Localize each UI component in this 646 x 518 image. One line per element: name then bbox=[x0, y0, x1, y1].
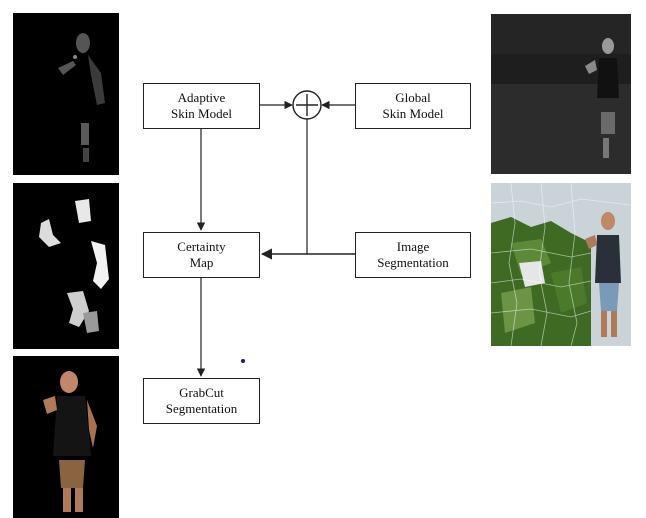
adaptive-skin-model-box: Adaptive Skin Model bbox=[143, 83, 260, 129]
image-segmentation-label: Image Segmentation bbox=[377, 239, 449, 271]
certainty-map-label: Certainty Map bbox=[177, 239, 225, 271]
stray-dot bbox=[241, 359, 245, 363]
grabcut-result-panel bbox=[13, 356, 119, 518]
global-skin-model-label: Global Skin Model bbox=[382, 90, 443, 122]
grabcut-segmentation-label: GrabCut Segmentation bbox=[166, 385, 238, 417]
global-skin-map-image bbox=[491, 14, 631, 174]
grabcut-segmentation-box: GrabCut Segmentation bbox=[143, 378, 260, 424]
skin-probability-image bbox=[13, 13, 119, 175]
certainty-map-box: Certainty Map bbox=[143, 232, 260, 278]
global-skin-model-box: Global Skin Model bbox=[355, 83, 471, 129]
skin-probability-panel bbox=[13, 13, 119, 175]
superpixel-segmentation-panel bbox=[491, 183, 631, 346]
combine-node bbox=[293, 91, 321, 119]
certainty-map-image bbox=[13, 183, 119, 349]
image-segmentation-box: Image Segmentation bbox=[355, 232, 471, 278]
adaptive-skin-model-label: Adaptive Skin Model bbox=[171, 90, 232, 122]
certainty-map-panel bbox=[13, 183, 119, 349]
grabcut-result-image bbox=[13, 356, 119, 518]
global-skin-map-panel bbox=[491, 14, 631, 174]
superpixel-segmentation-image bbox=[491, 183, 631, 346]
